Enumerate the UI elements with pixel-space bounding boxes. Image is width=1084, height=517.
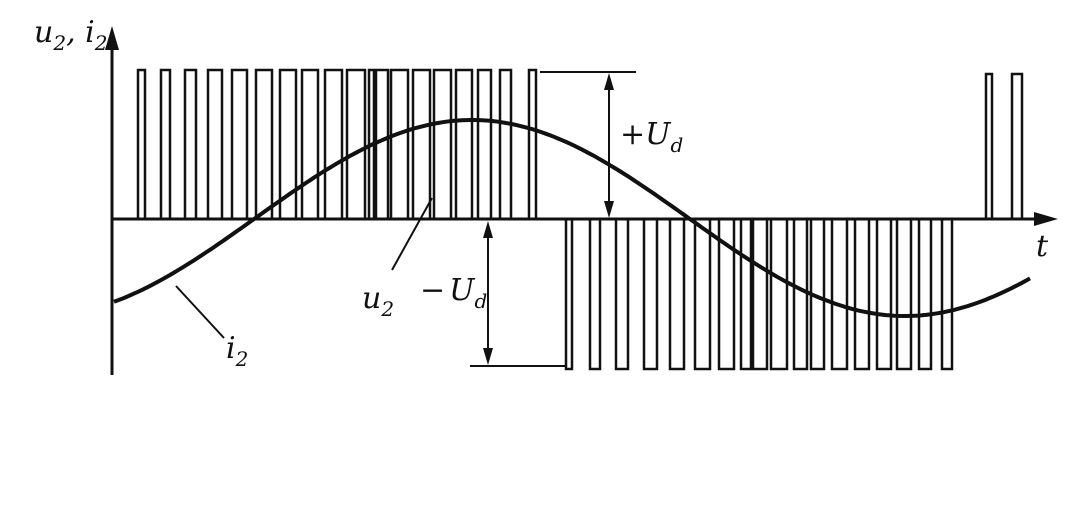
- positive-pulse-7: [278, 68, 298, 219]
- minus-ud-arrow-bottom: [483, 348, 493, 365]
- plus-ud-arrow-bottom: [604, 201, 614, 218]
- positive-pulse-1: [136, 68, 147, 219]
- u2-leader-line: [391, 197, 433, 271]
- negative-pulse-14: [853, 219, 871, 371]
- y-axis-arrow: [105, 26, 119, 50]
- negative-pulse-18: [940, 219, 954, 371]
- negative-pulse-10: [769, 219, 789, 371]
- y-axis-label: u2, i2: [34, 15, 107, 55]
- negative-pulse-16: [895, 219, 913, 371]
- negative-pulse-11: [792, 219, 809, 371]
- positive-pulse-9: [323, 68, 344, 219]
- positive-pulse-14: [411, 68, 432, 219]
- negative-pulse-8: [739, 219, 753, 371]
- positive-pulse-17: [476, 68, 493, 219]
- negative-pulse-6: [693, 219, 712, 371]
- positive-pulse-18: [498, 68, 513, 219]
- positive-pulse-2: [159, 68, 172, 219]
- positive-pulse-13: [389, 68, 410, 219]
- u2-curve-label: u2: [362, 281, 394, 321]
- negative-pulse-17: [917, 219, 933, 371]
- positive-pulse-19: [527, 68, 538, 219]
- next-cycle-pulse-2: [1010, 72, 1024, 219]
- x-axis-arrow: [1034, 212, 1058, 226]
- plus-ud-arrow-top: [604, 73, 614, 90]
- positive-pulse-8: [300, 68, 320, 219]
- x-axis-label: t: [1036, 229, 1049, 264]
- i2-curve-label: i2: [226, 331, 248, 371]
- positive-pulse-4: [206, 68, 224, 219]
- positive-pulse-3: [183, 68, 198, 219]
- positive-pulse-5: [230, 68, 249, 219]
- negative-pulse-train: [564, 219, 954, 371]
- next-cycle-pulse-train: [984, 72, 1024, 219]
- positive-pulse-15: [432, 68, 453, 219]
- negative-pulse-3: [614, 219, 630, 371]
- negative-pulse-2: [588, 219, 602, 371]
- minus-ud-label: −Ud: [420, 273, 487, 313]
- positive-pulse-16: [454, 68, 474, 219]
- negative-pulse-9: [751, 219, 769, 371]
- positive-pulse-12: [374, 68, 390, 219]
- negative-pulse-15: [875, 219, 893, 371]
- minus-ud-arrow-top: [483, 221, 493, 238]
- next-cycle-pulse-1: [984, 72, 994, 219]
- negative-pulse-5: [668, 219, 686, 371]
- negative-pulse-13: [830, 219, 849, 371]
- i2-leader-line: [175, 285, 225, 339]
- plus-ud-label: +Ud: [620, 117, 683, 157]
- current-sine-curve: [113, 118, 1031, 318]
- positive-pulse-train: [136, 68, 538, 219]
- negative-pulse-7: [717, 219, 736, 371]
- negative-pulse-1: [564, 219, 574, 371]
- positive-pulse-6: [254, 68, 274, 219]
- negative-pulse-4: [642, 219, 659, 371]
- positive-pulse-10: [345, 68, 367, 219]
